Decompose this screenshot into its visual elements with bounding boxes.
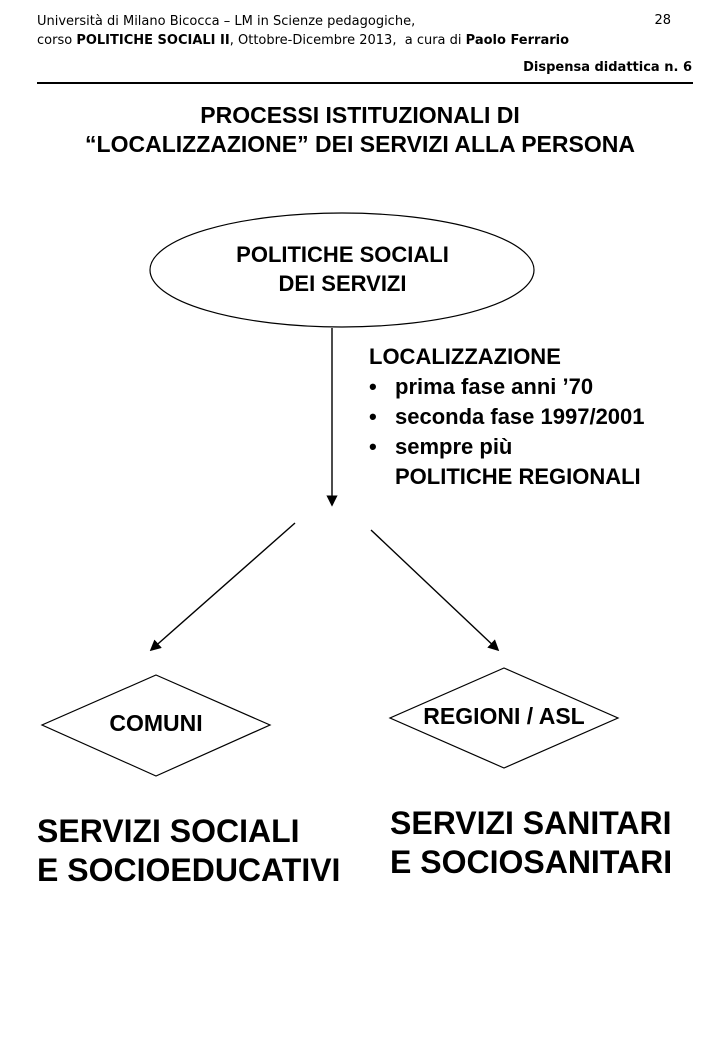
comuni-diamond <box>40 674 272 777</box>
regioni-asl-label: REGIONI / ASL <box>423 703 585 729</box>
page-title-line1: PROCESSI ISTITUZIONALI DI <box>200 102 520 128</box>
page-title-line2: “LOCALIZZAZIONE” DEI SERVIZI ALLA PERSON… <box>85 131 635 157</box>
localization-bullet-3: • sempre più POLITICHE REGIONALI <box>369 432 699 492</box>
header-line2: corso POLITICHE SOCIALI II, Ottobre-Dice… <box>37 33 569 48</box>
servizi-sociali-line1: SERVIZI SOCIALI <box>37 813 300 849</box>
localization-block: LOCALIZZAZIONE • prima fase anni ’70 • s… <box>369 342 699 492</box>
servizi-sociali-line2: E SOCIOEDUCATIVI <box>37 852 341 888</box>
header-course-name: POLITICHE SOCIALI II <box>76 33 230 48</box>
dispensa-label: Dispensa didattica n. 6 <box>523 60 692 75</box>
ellipse-label-line1: POLITICHE SOCIALI <box>236 242 449 267</box>
comuni-label: COMUNI <box>109 710 203 736</box>
page-number: 28 <box>654 13 671 28</box>
page-title: PROCESSI ISTITUZIONALI DI “LOCALIZZAZION… <box>0 101 720 159</box>
localization-bullet-2-text: seconda fase 1997/2001 <box>395 404 645 429</box>
politiche-sociali-ellipse <box>149 212 535 328</box>
servizi-sociali-label: SERVIZI SOCIALI E SOCIOEDUCATIVI <box>37 812 340 890</box>
left-diagonal-arrow <box>149 522 296 652</box>
right-diagonal-arrow <box>370 529 500 652</box>
servizi-sanitari-line1: SERVIZI SANITARI <box>390 805 672 841</box>
header-course-dates: , Ottobre-Dicembre 2013, a cura di <box>229 33 466 48</box>
ellipse-label: POLITICHE SOCIALI DEI SERVIZI <box>150 240 535 298</box>
ellipse-label-line2: DEI SERVIZI <box>278 271 407 296</box>
servizi-sanitari-label: SERVIZI SANITARI E SOCIOSANITARI <box>390 804 672 882</box>
localization-bullet-2: • seconda fase 1997/2001 <box>369 402 699 432</box>
bullet-marker: • <box>369 404 377 429</box>
localization-bullet-1-text: prima fase anni ’70 <box>395 374 594 399</box>
bullet-marker: • <box>369 434 377 459</box>
bullet-marker: • <box>369 374 377 399</box>
localization-heading: LOCALIZZAZIONE <box>369 344 561 369</box>
header-line1: Università di Milano Bicocca – LM in Sci… <box>37 14 416 29</box>
localization-bullet-1: • prima fase anni ’70 <box>369 372 699 402</box>
header-author-name: Paolo Ferrario <box>465 33 570 48</box>
servizi-sanitari-line2: E SOCIOSANITARI <box>390 844 673 880</box>
localization-bullet-3-text: sempre più POLITICHE REGIONALI <box>395 434 641 489</box>
regioni-diamond <box>388 667 620 769</box>
header-course-prefix: corso <box>37 33 77 48</box>
header-rule <box>37 82 693 84</box>
